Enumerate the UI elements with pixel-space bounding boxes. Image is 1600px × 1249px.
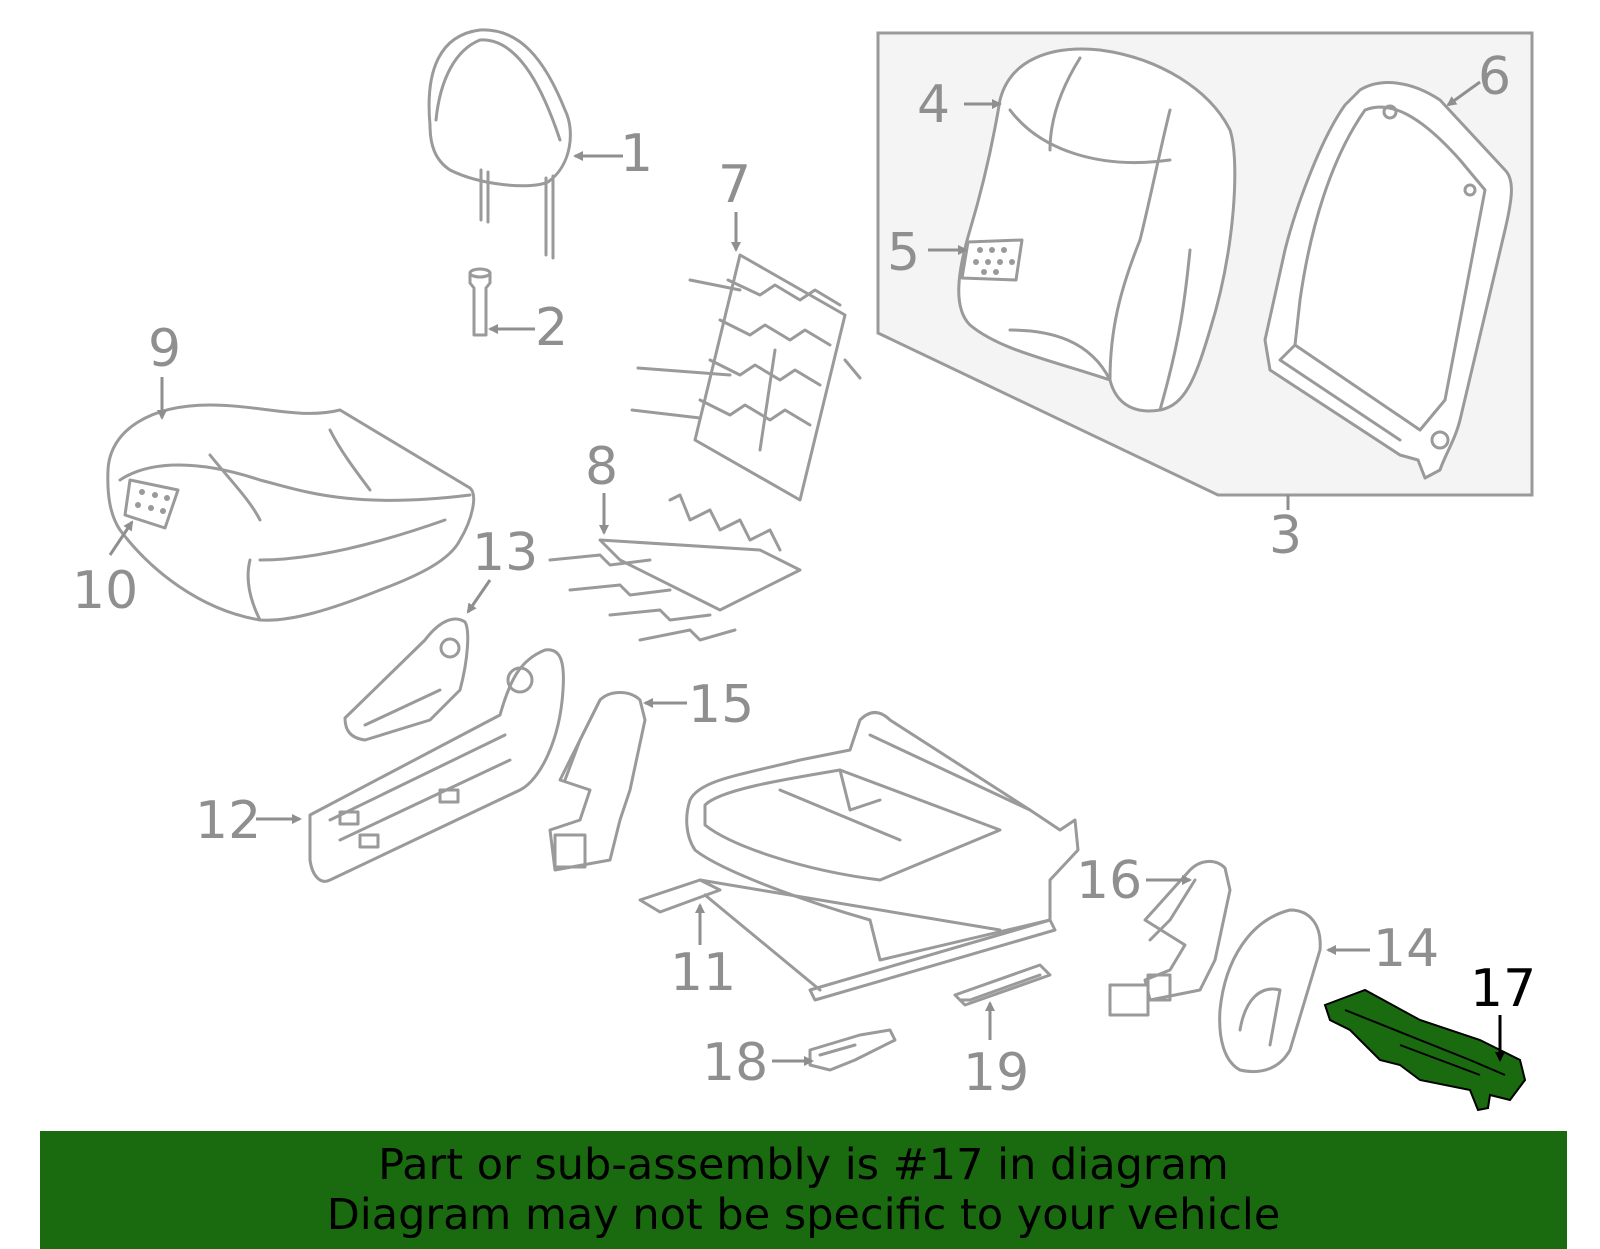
seat-frame-track: [638, 711, 1080, 1002]
banner-line-1: Part or sub-assembly is #17 in diagram: [378, 1140, 1229, 1190]
seat-back-heater-pad: [960, 238, 1024, 282]
bracket-17-highlighted: [1323, 988, 1527, 1112]
seat-back-frame: [1263, 81, 1513, 480]
callout-17: 17: [1470, 959, 1536, 1019]
leader-lines: [108, 80, 1505, 1066]
callout-1: 1: [620, 124, 653, 184]
bracket-18: [808, 1028, 897, 1072]
seat-back-cover: [957, 47, 1237, 413]
cushion-heater-pad: [123, 478, 180, 530]
callout-6: 6: [1478, 47, 1511, 107]
seat-back-spring: [630, 253, 862, 502]
wiring-bracket-15: [548, 691, 647, 872]
callout-18: 18: [702, 1033, 768, 1093]
callout-2: 2: [535, 298, 568, 358]
cushion-spring: [548, 493, 802, 642]
headrest-guide: [468, 267, 492, 337]
seat-cushion-cover: [106, 403, 476, 622]
bracket-19: [953, 963, 1052, 1007]
harness-bracket-16: [1108, 860, 1232, 1017]
callout-16: 16: [1076, 851, 1142, 911]
callout-13: 13: [472, 523, 538, 583]
side-shield-outer: [308, 648, 565, 883]
headrest: [427, 28, 572, 260]
callout-10: 10: [72, 561, 138, 621]
banner-line-2: Diagram may not be specific to your vehi…: [326, 1190, 1281, 1240]
callout-19: 19: [963, 1043, 1029, 1103]
side-shield-inner: [1218, 908, 1322, 1074]
callout-4: 4: [917, 75, 950, 135]
info-banner: Part or sub-assembly is #17 in diagram D…: [40, 1131, 1567, 1249]
callout-8: 8: [585, 437, 618, 497]
recliner-cover: [343, 617, 470, 742]
callout-12: 12: [195, 791, 261, 851]
callout-9: 9: [148, 319, 181, 379]
callout-3: 3: [1269, 506, 1302, 566]
callout-11: 11: [670, 943, 736, 1003]
callout-7: 7: [718, 155, 751, 215]
callout-15: 15: [688, 675, 754, 735]
callout-14: 14: [1373, 919, 1439, 979]
callout-labels: 1 2 3 4 5 6 7 8 9 10 11 12 13 14 15 16 1…: [72, 47, 1536, 1103]
callout-5: 5: [887, 223, 920, 283]
